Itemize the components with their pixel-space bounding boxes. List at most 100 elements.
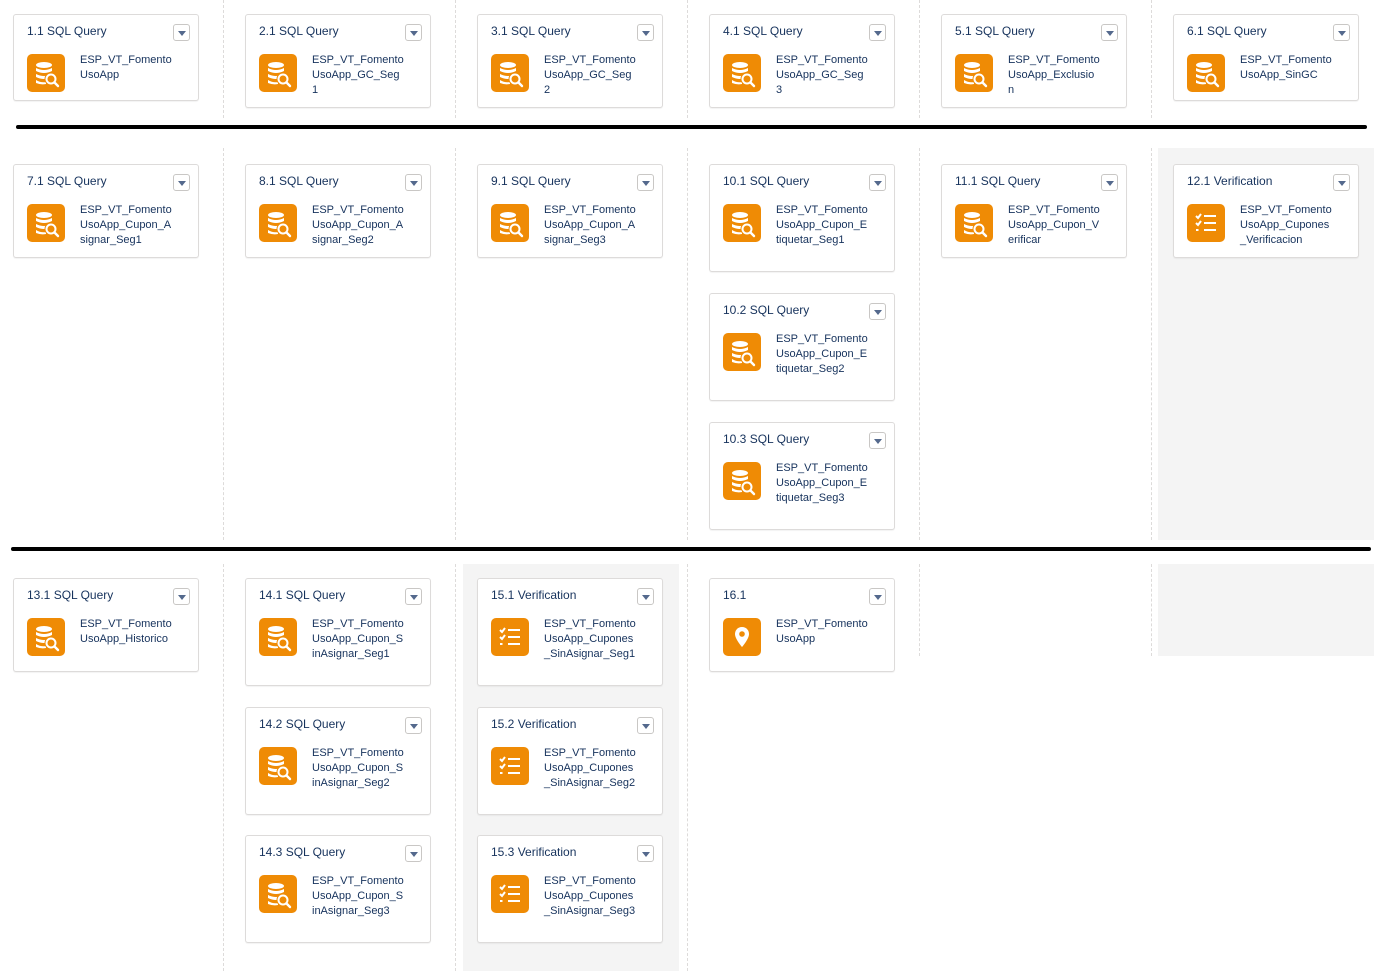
chevron-down-icon — [410, 595, 418, 600]
card-menu-button[interactable] — [405, 717, 422, 734]
column-divider — [223, 564, 224, 971]
column-divider — [455, 564, 456, 971]
card-menu-button[interactable] — [869, 588, 886, 605]
card-menu-button[interactable] — [405, 24, 422, 41]
column-divider — [223, 0, 224, 118]
chevron-down-icon — [874, 31, 882, 36]
sql-query-icon — [27, 618, 65, 656]
card-menu-button[interactable] — [173, 588, 190, 605]
card-activity-name[interactable]: ESP_VT_FomentoUsoApp_Cupon_Etiquetar_Seg… — [776, 333, 868, 375]
card-menu-button[interactable] — [405, 845, 422, 862]
sql-query-icon — [1187, 54, 1225, 92]
card-menu-button[interactable] — [869, 174, 886, 191]
sql-query-icon — [723, 462, 761, 500]
card-activity-name[interactable]: ESP_VT_FomentoUsoApp_Cupon_SinAsignar_Se… — [312, 618, 404, 660]
chevron-down-icon — [178, 595, 186, 600]
card-activity-name[interactable]: ESP_VT_FomentoUsoApp_Cupones_Verificacio… — [1240, 204, 1332, 246]
card-menu-button[interactable] — [637, 174, 654, 191]
card-title: 10.3 SQL Query — [723, 432, 810, 446]
card-menu-button[interactable] — [173, 24, 190, 41]
card-menu-button[interactable] — [637, 588, 654, 605]
chevron-down-icon — [178, 181, 186, 186]
card-activity-name[interactable]: ESP_VT_FomentoUsoApp_Cupon_Asignar_Seg3 — [544, 204, 636, 246]
chevron-down-icon — [874, 439, 882, 444]
card-menu-button[interactable] — [1101, 24, 1118, 41]
card-title: 14.2 SQL Query — [259, 717, 346, 731]
card-activity-name[interactable]: ESP_VT_FomentoUsoApp_Cupon_Asignar_Seg1 — [80, 204, 172, 246]
card-activity-name[interactable]: ESP_VT_FomentoUsoApp — [80, 54, 172, 81]
card-activity-name[interactable]: ESP_VT_FomentoUsoApp_Cupon_Etiquetar_Seg… — [776, 204, 868, 246]
card-menu-button[interactable] — [869, 432, 886, 449]
card-activity-name[interactable]: ESP_VT_FomentoUsoApp_GC_Seg3 — [776, 54, 868, 96]
chevron-down-icon — [874, 181, 882, 186]
verification-icon — [1187, 204, 1225, 242]
chevron-down-icon — [1338, 181, 1346, 186]
card-menu-button[interactable] — [637, 24, 654, 41]
card-activity-name[interactable]: ESP_VT_FomentoUsoApp_Cupones_SinAsignar_… — [544, 618, 636, 660]
card-menu-button[interactable] — [1333, 174, 1350, 191]
card-menu-button[interactable] — [405, 174, 422, 191]
location-pin-icon — [723, 618, 761, 656]
card-menu-button[interactable] — [1101, 174, 1118, 191]
card-activity-name[interactable]: ESP_VT_FomentoUsoApp_Cupon_Asignar_Seg2 — [312, 204, 404, 246]
chevron-down-icon — [642, 724, 650, 729]
card-activity-name[interactable]: ESP_VT_FomentoUsoApp_Cupon_SinAsignar_Se… — [312, 747, 404, 789]
sql-query-icon — [955, 204, 993, 242]
chevron-down-icon — [1106, 181, 1114, 186]
card-activity-name[interactable]: ESP_VT_FomentoUsoApp_Cupon_Etiquetar_Seg… — [776, 462, 868, 504]
card-menu-button[interactable] — [869, 303, 886, 320]
card-activity-name[interactable]: ESP_VT_FomentoUsoApp_SinGC — [1240, 54, 1332, 81]
column-divider — [919, 564, 920, 656]
card-title: 9.1 SQL Query — [491, 174, 571, 188]
sql-query-icon — [259, 618, 297, 656]
column-divider — [687, 148, 688, 540]
card-activity-name[interactable]: ESP_VT_FomentoUsoApp_Cupones_SinAsignar_… — [544, 875, 636, 917]
card-title: 5.1 SQL Query — [955, 24, 1035, 38]
card-menu-button[interactable] — [1333, 24, 1350, 41]
card-activity-name[interactable]: ESP_VT_FomentoUsoApp_Cupones_SinAsignar_… — [544, 747, 636, 789]
card-menu-button[interactable] — [869, 24, 886, 41]
chevron-down-icon — [178, 31, 186, 36]
card-activity-name[interactable]: ESP_VT_FomentoUsoApp_GC_Seg1 — [312, 54, 404, 96]
card-activity-name[interactable]: ESP_VT_FomentoUsoApp — [776, 618, 868, 645]
verification-icon — [491, 875, 529, 913]
card-activity-name[interactable]: ESP_VT_FomentoUsoApp_GC_Seg2 — [544, 54, 636, 96]
sql-query-icon — [955, 54, 993, 92]
card-activity-name[interactable]: ESP_VT_FomentoUsoApp_Exclusion — [1008, 54, 1100, 96]
column-divider — [223, 148, 224, 540]
card-menu-button[interactable] — [405, 588, 422, 605]
chevron-down-icon — [410, 852, 418, 857]
chevron-down-icon — [1338, 31, 1346, 36]
card-menu-button[interactable] — [637, 717, 654, 734]
card-activity-name[interactable]: ESP_VT_FomentoUsoApp_Cupon_SinAsignar_Se… — [312, 875, 404, 917]
card-activity-name[interactable]: ESP_VT_FomentoUsoApp_Cupon_Verificar — [1008, 204, 1100, 246]
card-menu-button[interactable] — [637, 845, 654, 862]
card-menu-button[interactable] — [173, 174, 190, 191]
card-activity-name[interactable]: ESP_VT_FomentoUsoApp_Historico — [80, 618, 172, 645]
card-title: 12.1 Verification — [1187, 174, 1273, 188]
card-title: 15.1 Verification — [491, 588, 577, 602]
chevron-down-icon — [1106, 31, 1114, 36]
